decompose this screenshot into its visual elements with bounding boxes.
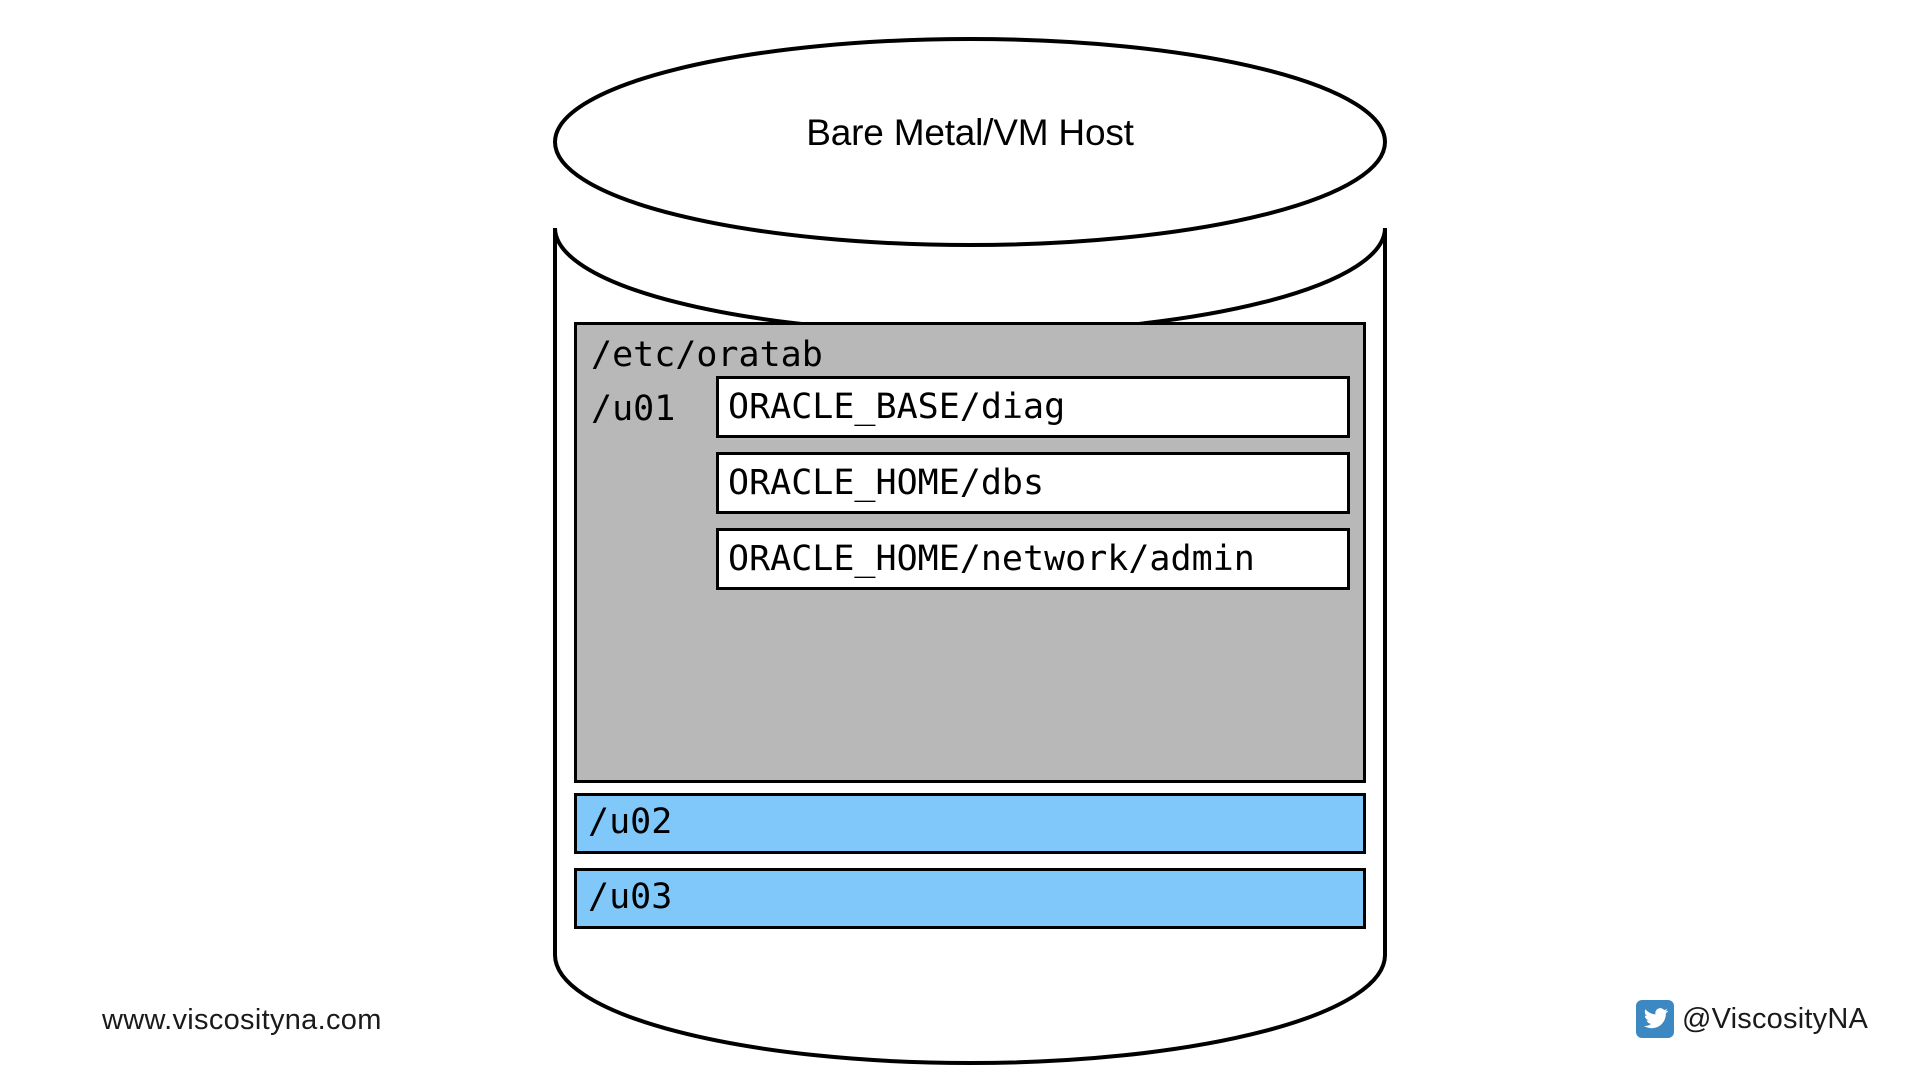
oratab-config-label: /etc/oratab <box>591 335 823 375</box>
twitter-bird-icon <box>1635 1000 1674 1038</box>
footer-website: www.viscosityna.com <box>102 1004 382 1036</box>
path-box-oracle-base-diag: ORACLE_BASE/diag <box>716 376 1350 438</box>
mount-block-u03: /u03 <box>574 868 1366 929</box>
path-label: ORACLE_HOME/dbs <box>728 463 1045 503</box>
mount-block-u02: /u02 <box>574 793 1366 854</box>
mount-label-u02: /u02 <box>588 802 673 842</box>
path-box-oracle-home-dbs: ORACLE_HOME/dbs <box>716 452 1350 514</box>
path-box-list: ORACLE_BASE/diag ORACLE_HOME/dbs ORACLE_… <box>716 376 1350 590</box>
path-label: ORACLE_HOME/network/admin <box>728 539 1255 579</box>
mount-label-u03: /u03 <box>588 877 673 917</box>
page-title: Bare Metal/VM Host <box>806 112 1134 153</box>
mount-label-u01: /u01 <box>591 389 676 429</box>
footer-social-group: @ViscosityNA <box>1635 1000 1868 1038</box>
path-box-oracle-home-network-admin: ORACLE_HOME/network/admin <box>716 528 1350 590</box>
cylinder-rim-arc <box>553 227 1387 335</box>
mount-block-u01: /etc/oratab /u01 ORACLE_BASE/diag ORACLE… <box>574 322 1366 783</box>
footer-twitter-handle: @ViscosityNA <box>1681 1002 1868 1035</box>
path-label: ORACLE_BASE/diag <box>728 387 1066 427</box>
